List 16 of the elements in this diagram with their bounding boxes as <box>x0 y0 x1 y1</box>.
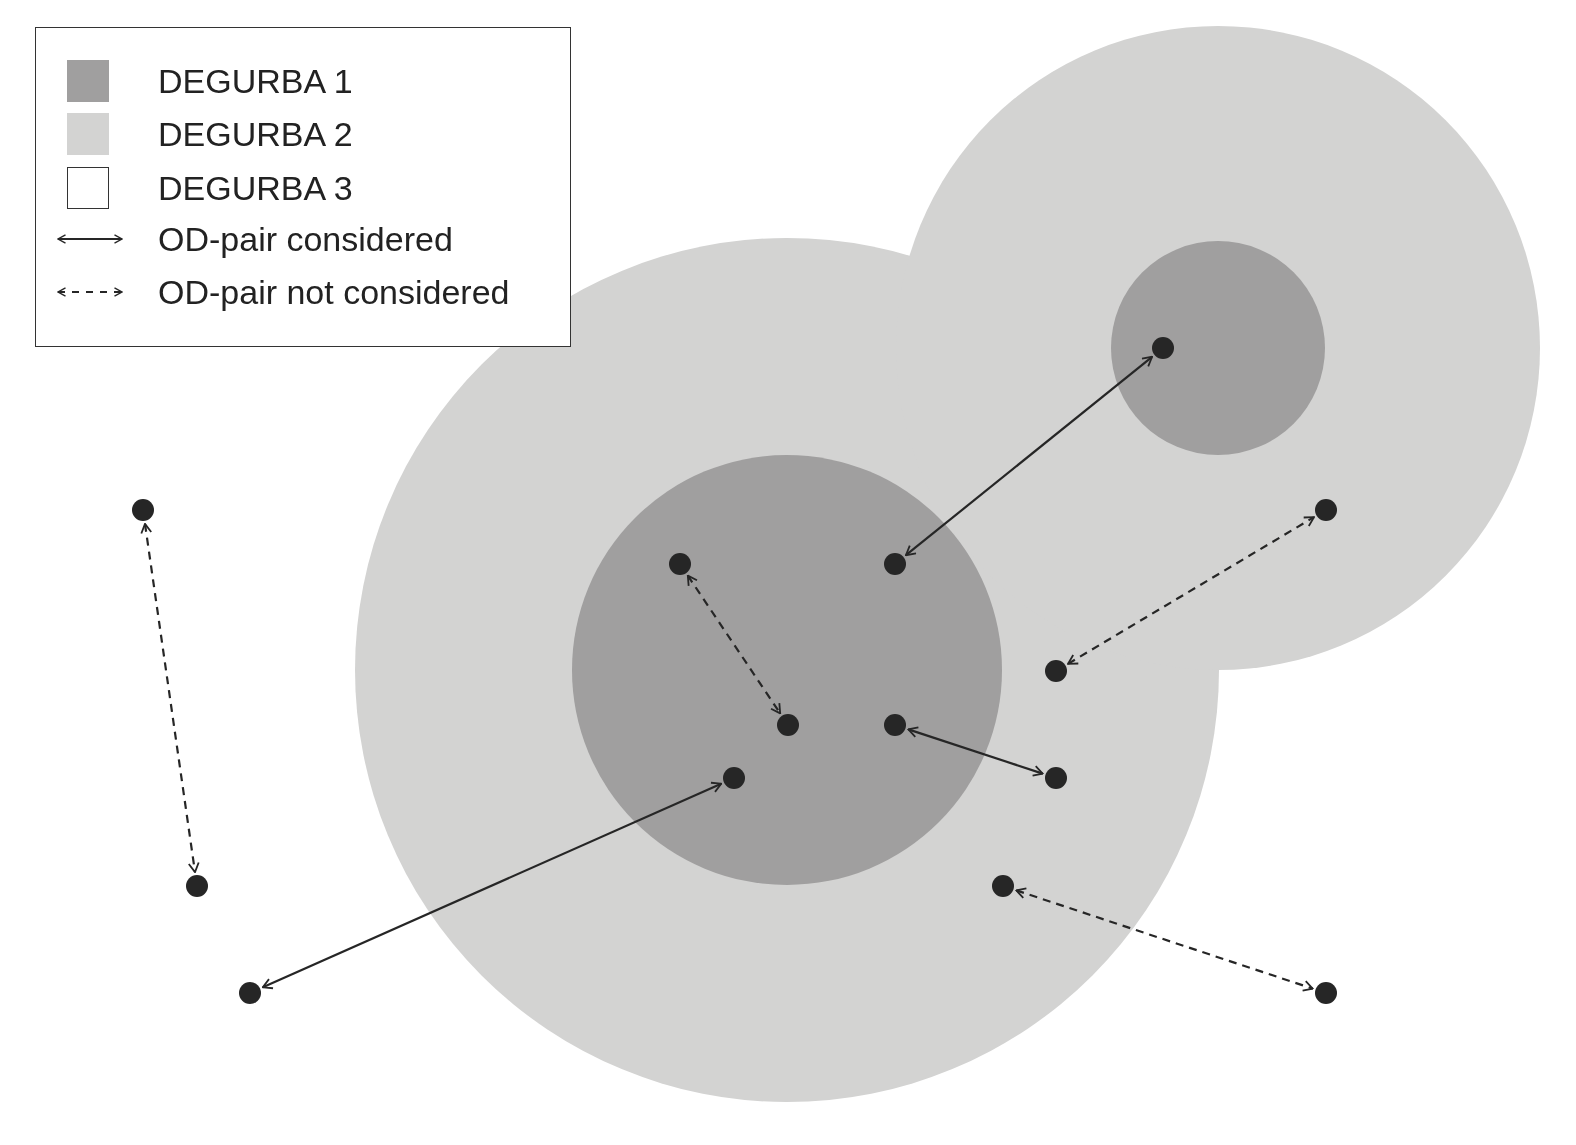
location-point <box>1315 982 1337 1004</box>
legend-label: DEGURBA 1 <box>158 61 353 101</box>
od-pair-arrow <box>1015 887 1314 992</box>
legend-label: OD-pair not considered <box>158 272 510 312</box>
od-pair-arrow <box>907 726 1044 777</box>
od-pair-arrow <box>686 574 782 715</box>
legend-label: OD-pair considered <box>158 219 453 259</box>
location-point <box>132 499 154 521</box>
legend-label: DEGURBA 2 <box>158 114 353 154</box>
od-pair-arrow <box>261 781 723 990</box>
legend-label: DEGURBA 3 <box>158 168 353 208</box>
od-pair-arrow <box>905 355 1153 557</box>
location-point <box>186 875 208 897</box>
location-point <box>239 982 261 1004</box>
od-pair-arrow <box>140 522 200 874</box>
od-pair-arrow <box>1067 516 1315 665</box>
